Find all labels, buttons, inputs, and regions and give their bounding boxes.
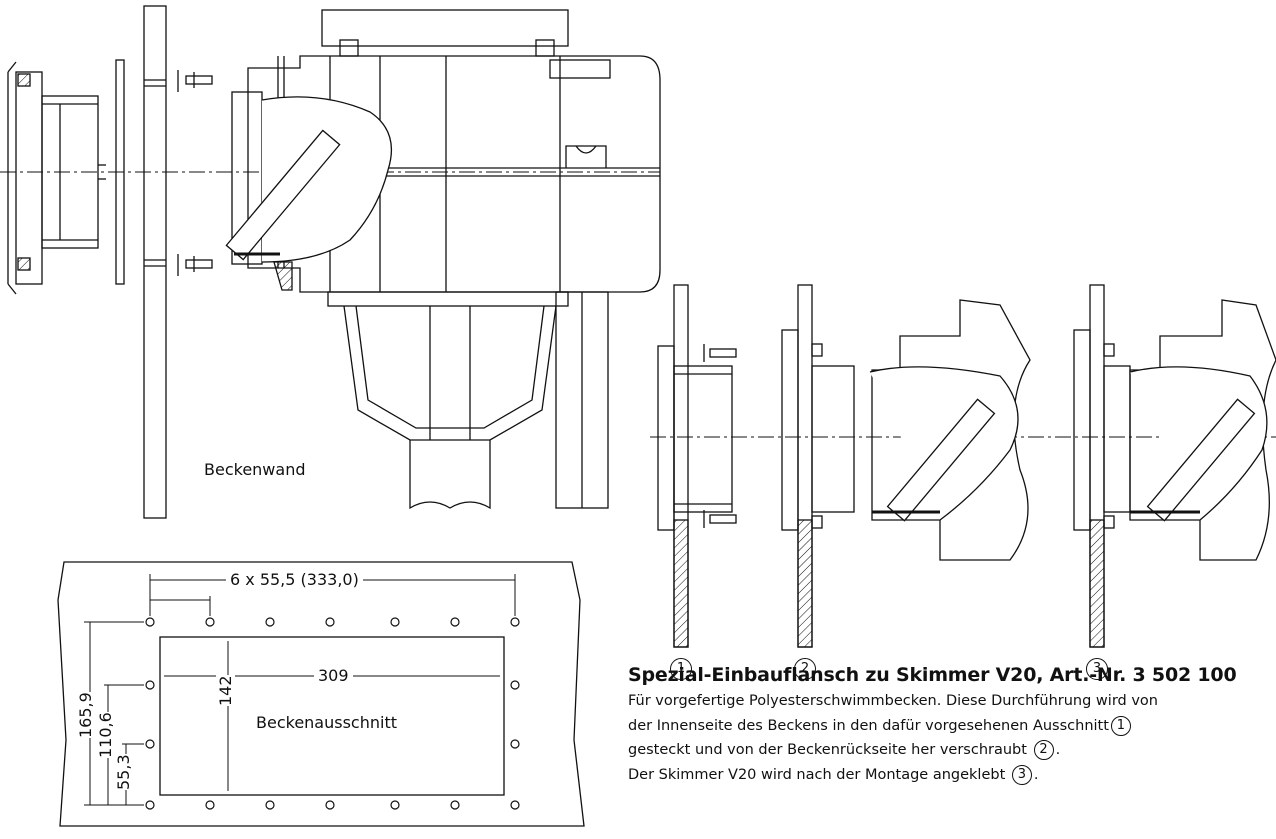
dim-inner-height: 142 [216,675,235,706]
skimmer-body-main [225,9,661,293]
dim-inner-width: 309 [314,666,353,685]
screw-bottom [177,254,213,276]
dim-height-low: 55,3 [114,754,133,790]
product-title: Spezial-Einbauflansch zu Skimmer V20, Ar… [628,664,1237,686]
label-cutout: Beckenausschnitt [256,713,397,732]
dim-height-mid: 110,6 [96,712,115,758]
flange-part [7,61,106,295]
ref-step-2: 2 [1033,740,1054,760]
pool-wall-top [143,5,167,519]
description-line-4: Der Skimmer V20 wird nach der Montage an… [628,764,1039,785]
description: Für vorgefertige Polyesterschwimmbecken.… [628,689,1158,787]
dim-top-span: 6 x 55,5 (333,0) [226,570,363,589]
step-1-marker: 1 [670,658,692,680]
step-2-assembly [781,284,1031,648]
step-1-assembly [657,284,737,648]
description-line-3: gesteckt und von der Beckenrückseite her… [628,740,1061,760]
step-2-marker: 2 [794,658,816,680]
ref-step-3: 3 [1011,764,1032,785]
description-line-2: der Innenseite des Beckens in den dafür … [628,714,1158,739]
screw-top [177,70,213,92]
label-pool-wall: Beckenwand [204,460,306,479]
cutout-plan [57,561,585,827]
description-line-1: Für vorgefertige Polyesterschwimmbecken.… [628,693,1158,709]
skimmer-basket [327,291,609,510]
step-3-assembly [1073,284,1276,648]
step-3-marker: 3 [1086,658,1108,680]
ref-step-1: 1 [1110,715,1131,736]
dim-height-total: 165,9 [76,692,95,738]
gasket [115,59,125,285]
